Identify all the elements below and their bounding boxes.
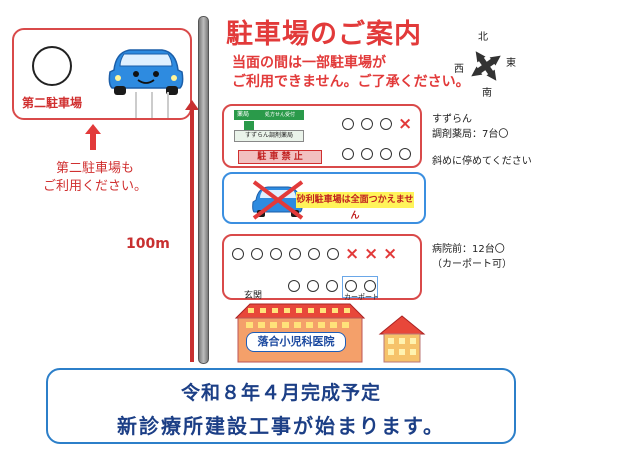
parking-lines — [135, 92, 169, 118]
available-slot-icon — [361, 148, 373, 160]
announcement-line1: 令和８年４月完成予定 — [180, 382, 381, 404]
clinic-note-line2: （カーポート可） — [432, 259, 512, 270]
unavailable-slot-icon: × — [364, 244, 379, 264]
available-slot-icon — [251, 248, 263, 260]
available-slot-icon — [288, 280, 300, 292]
available-slot-icon — [361, 118, 373, 130]
available-slot-icon — [364, 280, 376, 292]
compass-south: 南 — [482, 88, 492, 99]
clinic-parking-lot: ××× 玄関 カーポート — [222, 234, 422, 301]
subtitle-line2: ご利用できません。ご了承ください。 — [232, 74, 470, 90]
carport-outline — [342, 276, 378, 298]
pharmacy-parking-lot: 薬局 処方せん受付 すずらん調剤薬局 駐 車 禁 止 × — [222, 104, 422, 168]
compass-north: 北 — [478, 32, 488, 43]
available-slot-icon — [270, 248, 282, 260]
compass-west: 西 — [454, 64, 464, 75]
second-parking-note-line1: 第二駐車場も — [55, 161, 134, 176]
announcement-box: 令和８年４月完成予定 新診療所建設工事が始まります。 — [46, 368, 516, 444]
clinic-name-sign: 落合小児科医院 — [246, 332, 346, 352]
carport-label: カーポート — [344, 293, 379, 301]
available-slot-icon — [380, 148, 392, 160]
distance-arrow-icon — [185, 100, 199, 362]
available-slot-icon — [342, 118, 354, 130]
available-slot-icon — [289, 248, 301, 260]
pharmacy-sign-text: 薬局 — [237, 111, 250, 118]
gravel-closed-note: 砂利駐車場は全面つかえません — [296, 192, 414, 221]
available-slot-icon — [327, 248, 339, 260]
up-arrow-icon — [85, 124, 101, 150]
available-circle-icon — [32, 46, 72, 86]
compass: 北 東 西 南 — [454, 32, 516, 99]
entrance-label: 玄関 — [244, 291, 263, 301]
unavailable-slot-icon: × — [383, 244, 398, 264]
available-slot-icon — [380, 118, 392, 130]
second-parking-note: 第二駐車場も ご利用ください。 — [20, 160, 170, 196]
pharmacy-sign-sub-text: 処方せん受付 — [264, 112, 295, 118]
available-slot-icon — [345, 280, 357, 292]
crossed-car-icon — [252, 180, 304, 220]
distance-label: 100m — [126, 236, 170, 252]
pharmacy-building: 薬局 処方せん受付 すずらん調剤薬局 — [234, 110, 304, 144]
pharmacy-name: すずらん調剤薬局 — [234, 130, 304, 142]
pharmacy-note-line2: 調剤薬局：7台〇 — [432, 129, 509, 140]
available-slot-icon — [399, 148, 411, 160]
no-parking-sign: 駐 車 禁 止 — [238, 150, 322, 164]
road — [198, 16, 209, 364]
house-icon — [378, 315, 426, 363]
pharmacy-note-line1: すずらん — [432, 114, 472, 125]
clinic-parking-note: 病院前：12台〇 （カーポート可） — [432, 242, 512, 272]
available-slot-icon — [232, 248, 244, 260]
available-slot-icon — [326, 280, 338, 292]
compass-arrows-icon — [471, 51, 501, 81]
unavailable-slot-icon: × — [398, 114, 413, 134]
subtitle-line1: 当面の間は一部駐車場が — [232, 55, 386, 71]
page-subtitle: 当面の間は一部駐車場が ご利用できません。ご了承ください。 — [232, 54, 470, 92]
page-title: 駐車場のご案内 — [226, 19, 422, 50]
second-parking-card: 第二駐車場 — [12, 28, 192, 120]
available-slot-icon — [307, 280, 319, 292]
unavailable-slot-icon: × — [345, 244, 360, 264]
gravel-parking-lot: 砂利駐車場は全面つかえません — [222, 172, 426, 224]
announcement-line2: 新診療所建設工事が始まります。 — [117, 414, 445, 438]
compass-east: 東 — [506, 58, 516, 69]
available-slot-icon — [308, 248, 320, 260]
pharmacy-diagonal-note: 斜めに停めてください — [432, 156, 532, 167]
pharmacy-note: すずらん 調剤薬局：7台〇 — [432, 112, 508, 142]
pharmacy-sign: 薬局 処方せん受付 — [234, 110, 304, 120]
green-cross-icon — [244, 121, 254, 131]
second-parking-label: 第二駐車場 — [22, 96, 83, 110]
second-parking-note-line2: ご利用ください。 — [42, 179, 147, 194]
clinic-note-line1: 病院前：12台〇 — [432, 244, 505, 255]
available-slot-icon — [342, 148, 354, 160]
